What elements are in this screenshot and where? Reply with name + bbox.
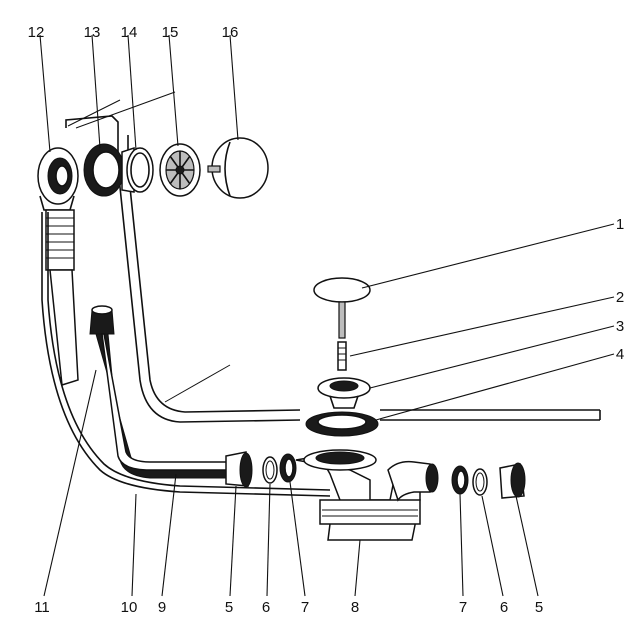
callout-6-left: 6 <box>262 599 270 616</box>
part-16-cover-cap <box>207 137 269 199</box>
part-5-union-nut-left <box>225 451 253 488</box>
callout-2: 2 <box>616 289 624 306</box>
callout-9: 9 <box>158 599 166 616</box>
bathtub-outline <box>65 91 601 423</box>
part-10-bowden-cable <box>41 212 331 497</box>
part-1-drain-plug <box>313 277 371 339</box>
callout-16: 16 <box>222 24 239 41</box>
part-15-grate <box>159 143 201 197</box>
part-9-overflow-pipe <box>95 333 231 479</box>
part-7-ring-right <box>451 465 469 495</box>
callout-12: 12 <box>28 24 45 41</box>
callout-15: 15 <box>162 24 179 41</box>
part-11-pipe-fitting <box>89 305 115 335</box>
part-3-strainer-flange <box>317 377 371 409</box>
callout-5-right: 5 <box>535 599 543 616</box>
part-13-gasket <box>83 143 125 197</box>
callout-1: 1 <box>616 216 624 233</box>
callout-11: 11 <box>34 599 50 616</box>
callout-6-right: 6 <box>500 599 508 616</box>
callout-labels: 12 13 14 15 16 1 2 3 4 11 10 9 5 6 7 8 7… <box>28 24 625 616</box>
part-7-ring-left <box>279 453 297 483</box>
part-12-overflow-elbow <box>37 147 79 211</box>
callout-14: 14 <box>121 24 138 41</box>
callout-8: 8 <box>351 599 359 616</box>
part-6-ring-left <box>262 456 278 484</box>
part-14-seal-ring <box>121 146 154 193</box>
part-6-ring-right <box>472 468 488 496</box>
callout-7-left: 7 <box>301 599 309 616</box>
callout-5-left: 5 <box>225 599 233 616</box>
part-4-drain-gasket <box>305 411 379 437</box>
callout-10: 10 <box>121 599 138 616</box>
callout-4: 4 <box>616 346 624 363</box>
part-8-trap-body <box>295 449 439 541</box>
callout-13: 13 <box>84 24 101 41</box>
leader-lines <box>39 34 615 597</box>
part-2-spindle <box>337 341 347 371</box>
part-5-union-nut-right <box>499 462 526 499</box>
callout-3: 3 <box>616 318 624 335</box>
callout-7-right: 7 <box>459 599 467 616</box>
overflow-flex-hose <box>45 209 79 386</box>
